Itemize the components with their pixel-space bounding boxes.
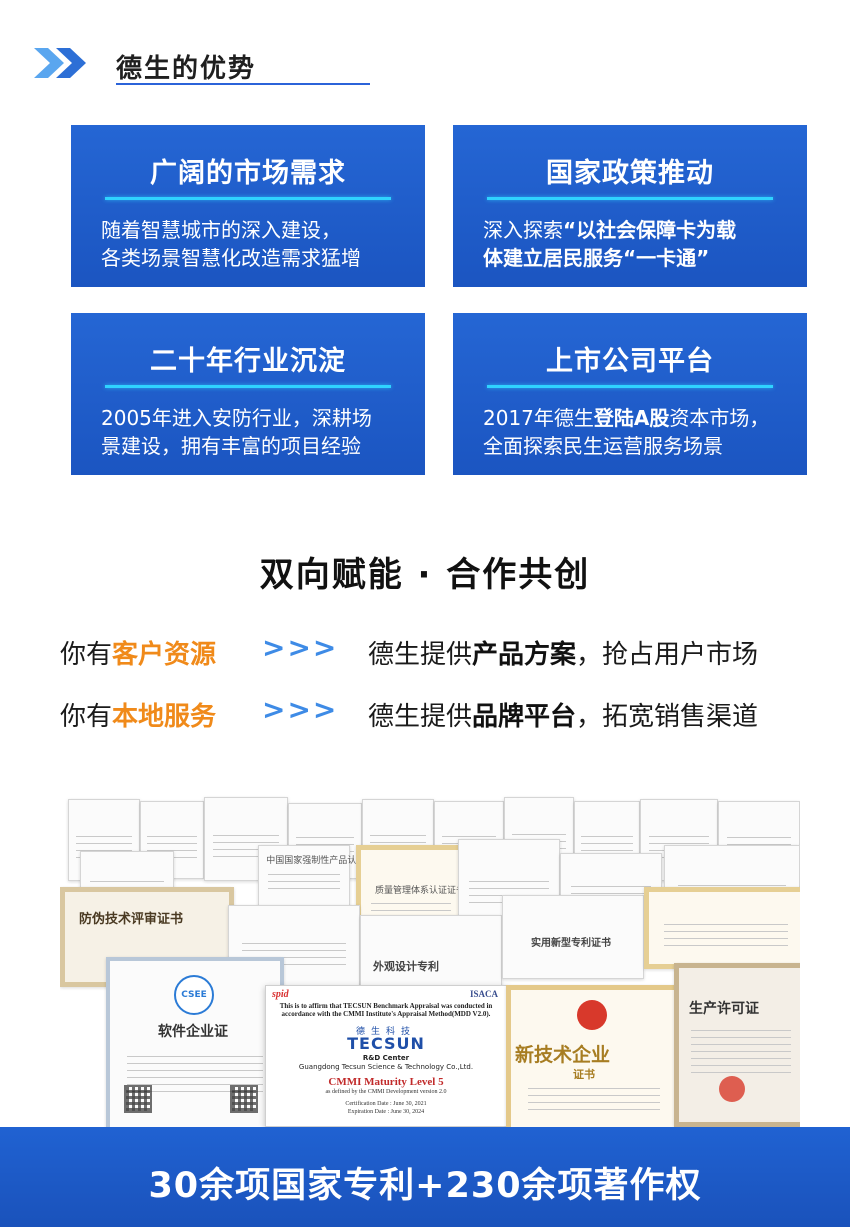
empower-right-text: 德生提供: [368, 640, 473, 670]
card-body-text: 2017年德生: [483, 406, 594, 430]
advantage-card-policy: 国家政策推动 深入探索“以社会保障卡为载 体建立居民服务“一卡通”: [453, 125, 807, 287]
certificate-high-tech: 新技术企业 证书: [506, 985, 682, 1130]
card-divider: [105, 197, 391, 200]
empower-left-text: 你有: [60, 702, 113, 732]
empower-highlight: 客户资源: [112, 640, 217, 670]
empower-right-bold: 品牌平台: [472, 702, 577, 732]
card-title: 上市公司平台: [546, 346, 714, 377]
advantage-card-experience: 二十年行业沉淀 2005年进入安防行业，深耕场 景建设，拥有丰富的项目经验: [71, 313, 425, 475]
certificate-title: 实用新型专利证书: [531, 938, 611, 949]
card-divider: [487, 197, 773, 200]
card-body-text: 深入探索: [483, 218, 563, 242]
banner-text: 30余项国家专利+230余项著作权: [148, 1166, 702, 1206]
card-body-bold: 登陆A股: [593, 406, 670, 430]
card-body-line: 2005年进入安防行业，深耕场: [101, 406, 372, 430]
card-body-bold: “以社会保障卡为载: [563, 218, 737, 242]
certificate: [644, 887, 800, 969]
section-title: 德生的优势: [116, 54, 257, 84]
certificate-collage: 中国国家强制性产品认证证书 质量管理体系认证证书 防伪技术评审证书 外观设计专利…: [60, 795, 800, 1130]
section-header: 德生的优势: [30, 40, 370, 90]
section-underline: [116, 83, 370, 85]
chevron-right-icon: [34, 48, 64, 78]
cmmi-exp-date: Expiration Date : June 30, 2024: [347, 1109, 425, 1115]
certificate-title: 新技术企业: [515, 1044, 611, 1066]
certificate-title: 外观设计专利: [373, 960, 439, 973]
card-divider: [487, 385, 773, 388]
card-divider: [105, 385, 391, 388]
card-body-line: 随着智慧城市的深入建设，: [101, 218, 341, 242]
empower-right-text: ，拓宽销售渠道: [576, 702, 759, 732]
card-body-bold: 体建立居民服务“一卡通”: [483, 246, 710, 270]
certificate-production-license: 生产许可证: [674, 963, 800, 1127]
certificate-cmmi: spid ISACA This is to affirm that TECSUN…: [265, 985, 507, 1127]
bottom-banner: 30余项国家专利+230余项著作权: [0, 1127, 850, 1227]
qr-code-icon: [230, 1085, 258, 1113]
isaca-logo: ISACA: [469, 989, 498, 999]
cmmi-dates: Certification Date : June 30, 2021 Expir…: [266, 1100, 506, 1116]
empower-right-text: 德生提供: [368, 702, 473, 732]
advantage-card-market: 广阔的市场需求 随着智慧城市的深入建设， 各类场景智慧化改造需求猛增: [71, 125, 425, 287]
empower-right: 德生提供品牌平台，拓宽销售渠道: [368, 696, 758, 733]
empower-left: 你有本地服务: [60, 696, 216, 733]
tecsun-logo-cn: 德生科技: [355, 1027, 416, 1037]
tecsun-logo: TECSUN: [347, 1034, 425, 1053]
certificate-title: 中国国家强制性产品认证证书: [266, 856, 384, 867]
advantage-card-listed: 上市公司平台 2017年德生登陆A股资本市场， 全面探索民生运营服务场景: [453, 313, 807, 475]
cmmi-company: Guangdong Tecsun Science & Technology Co…: [298, 1063, 474, 1071]
certificate-utility-patent: 实用新型专利证书: [502, 895, 644, 979]
empower-right: 德生提供产品方案，抢占用户市场: [368, 634, 758, 671]
certificate: 中国国家强制性产品认证证书: [258, 845, 383, 909]
stamp-icon: [719, 1076, 745, 1102]
certificate-title: 软件企业证: [158, 1024, 228, 1040]
cmmi-affirm-text: This is to affirm that TECSUN Benchmark …: [279, 1002, 493, 1018]
card-body: 随着智慧城市的深入建设， 各类场景智慧化改造需求猛增: [101, 216, 405, 272]
emblem-icon: [577, 1000, 607, 1030]
card-body: 2005年进入安防行业，深耕场 景建设，拥有丰富的项目经验: [101, 404, 405, 460]
empower-left-text: 你有: [60, 640, 113, 670]
card-body-line: 各类场景智慧化改造需求猛增: [101, 246, 361, 270]
cmmi-cert-date: Certification Date : June 30, 2021: [345, 1101, 427, 1107]
cmmi-defined: as defined by the CMMI Development versi…: [325, 1089, 447, 1095]
qr-code-icon: [124, 1085, 152, 1113]
arrows-icon: >>>: [262, 693, 339, 726]
card-body-line: 2017年德生登陆A股资本市场，: [483, 404, 787, 432]
card-body-line: 体建立居民服务“一卡通”: [483, 244, 787, 272]
card-body: 2017年德生登陆A股资本市场， 全面探索民生运营服务场景: [483, 404, 787, 460]
certificate-software-enterprise: CSEE 软件企业证: [106, 957, 284, 1130]
empower-right-text: ，抢占用户市场: [576, 640, 759, 670]
certificate-subtitle: 证书: [573, 1068, 595, 1081]
cmmi-rd-center: R&D Center: [362, 1054, 410, 1062]
arrows-icon: >>>: [262, 631, 339, 664]
empower-row-customer: 你有客户资源 >>> 德生提供产品方案，抢占用户市场: [0, 631, 850, 674]
card-body-line: 全面探索民生运营服务场景: [483, 434, 723, 458]
card-body: 深入探索“以社会保障卡为载 体建立居民服务“一卡通”: [483, 216, 787, 272]
empower-title: 双向赋能 · 合作共创: [259, 555, 591, 595]
empower-row-local: 你有本地服务 >>> 德生提供品牌平台，拓宽销售渠道: [0, 693, 850, 736]
empower-right-bold: 产品方案: [472, 640, 577, 670]
card-title: 广阔的市场需求: [150, 158, 346, 189]
card-body-line: 景建设，拥有丰富的项目经验: [101, 434, 361, 458]
certificate-title: 防伪技术评审证书: [79, 912, 184, 927]
card-title: 国家政策推动: [546, 158, 714, 189]
cmmi-level: CMMI Maturity Level 5: [328, 1076, 444, 1088]
card-body-line: 深入探索“以社会保障卡为载: [483, 216, 787, 244]
empower-highlight: 本地服务: [112, 702, 217, 732]
csee-badge-icon: CSEE: [174, 975, 214, 1015]
certificate-title: 生产许可证: [689, 1001, 759, 1017]
spid-logo: spid: [272, 989, 289, 1000]
certificate-title: 质量管理体系认证证书: [375, 886, 466, 897]
card-title: 二十年行业沉淀: [150, 346, 346, 377]
chevron-right-icon: [56, 48, 86, 78]
empower-left: 你有客户资源: [60, 634, 216, 671]
card-body-text: 资本市场，: [669, 406, 770, 430]
